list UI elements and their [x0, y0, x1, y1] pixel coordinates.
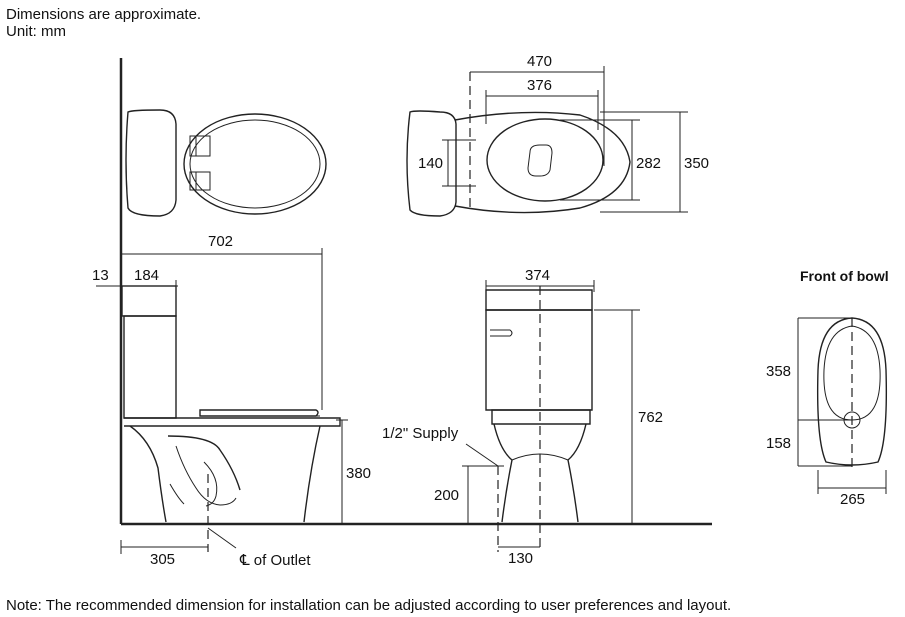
dim-140: 140	[418, 155, 443, 172]
dim-358: 358	[766, 363, 791, 380]
dim-13: 13	[92, 267, 109, 284]
front-view-toilet	[462, 280, 640, 552]
approximate-note: Dimensions are approximate.	[6, 6, 202, 23]
dim-200: 200	[434, 487, 459, 504]
dim-702: 702	[208, 233, 233, 250]
dim-282: 282	[636, 155, 661, 172]
unit-note: Unit: mm	[6, 23, 66, 40]
dim-265: 265	[840, 491, 865, 508]
outlet-label: ℄ of Outlet	[239, 552, 311, 569]
header-notes: Dimensions are approximate. Unit: mm	[6, 6, 201, 40]
side-view-toilet	[96, 248, 348, 554]
dim-380: 380	[346, 465, 371, 482]
dim-184: 184	[134, 267, 159, 284]
top-view-seat	[125, 109, 327, 217]
dim-158: 158	[766, 435, 791, 452]
dim-762: 762	[638, 409, 663, 426]
front-of-bowl-view	[797, 317, 888, 494]
dim-374: 374	[525, 267, 550, 284]
front-of-bowl-title: Front of bowl	[800, 268, 889, 284]
dim-305: 305	[150, 551, 175, 568]
dim-376: 376	[527, 77, 552, 94]
dim-130: 130	[508, 550, 533, 567]
dim-470: 470	[527, 53, 552, 70]
installation-note: Note: The recommended dimension for inst…	[6, 597, 732, 614]
top-view-bowl	[406, 66, 688, 217]
supply-label: 1/2" Supply	[382, 425, 459, 442]
dim-350: 350	[684, 155, 709, 172]
